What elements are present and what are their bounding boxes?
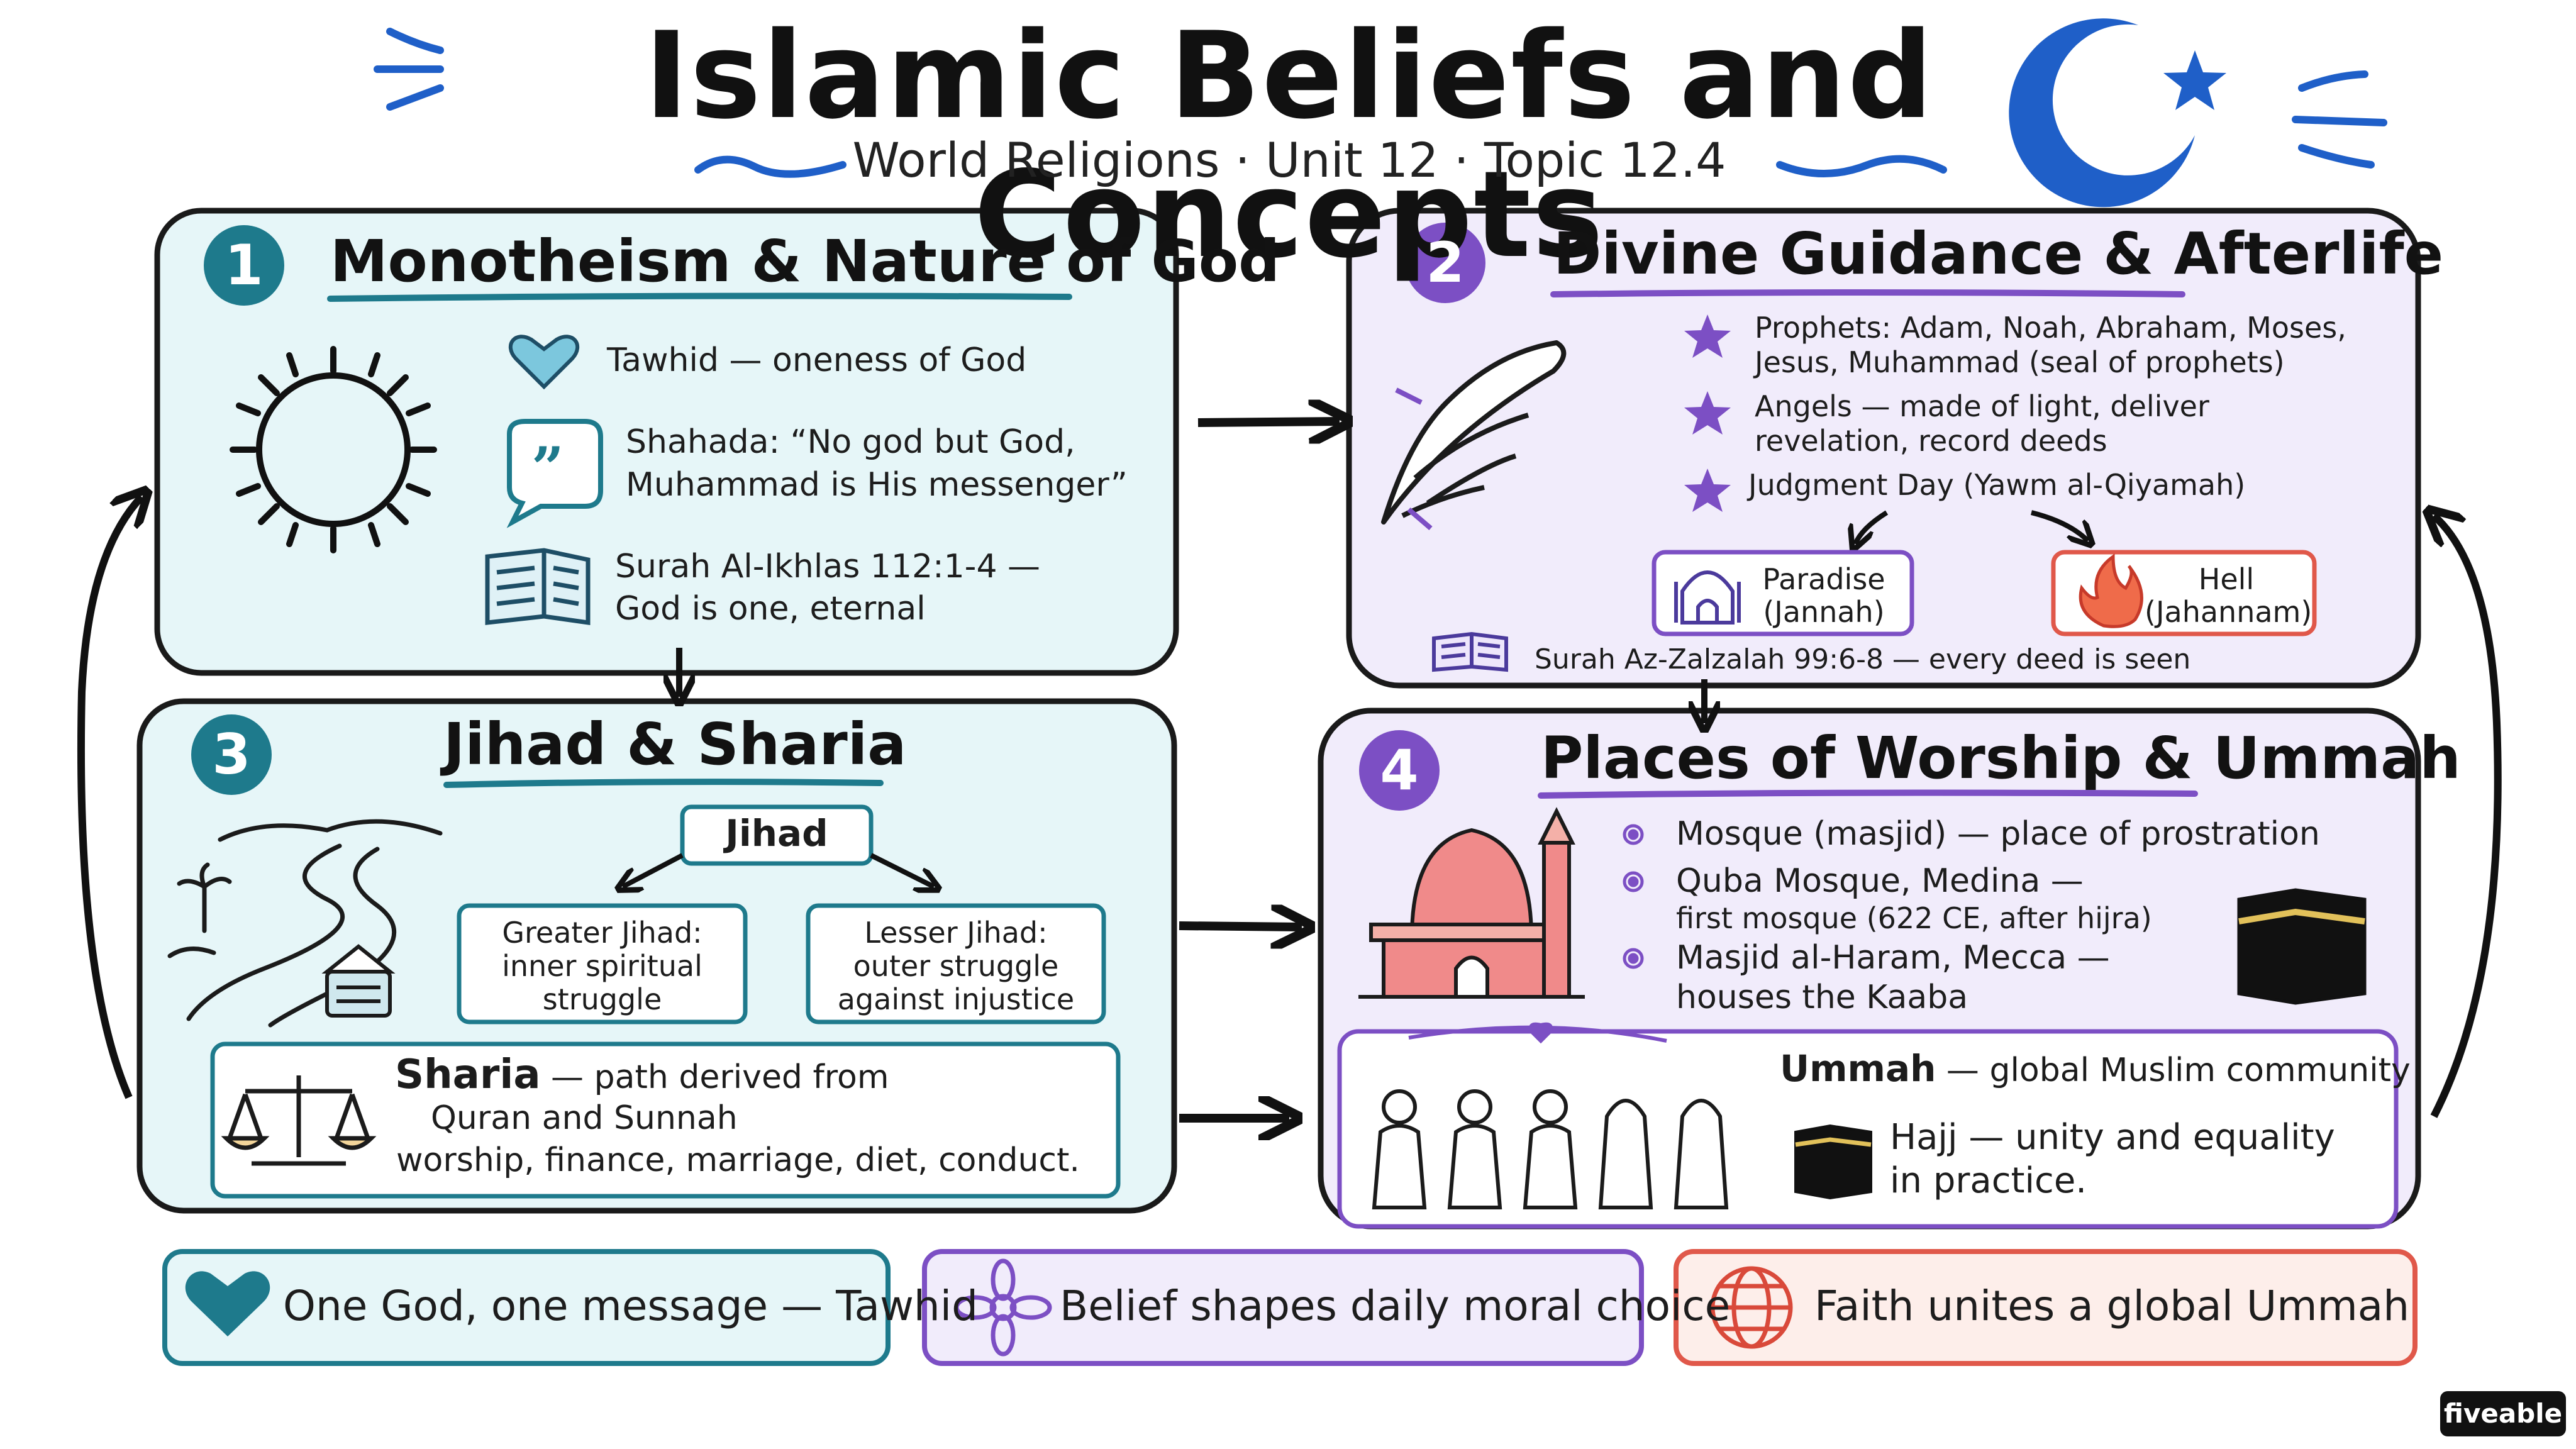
sharia-box <box>210 1041 1121 1199</box>
panel-3-badge <box>191 714 272 795</box>
arrow-to-hell <box>2031 510 2088 541</box>
sharia-term: Sharia <box>395 1052 541 1098</box>
hell-label: Hell <box>2198 562 2255 596</box>
quba-line-2: first mosque (622 CE, after hijra) <box>1676 901 2152 935</box>
angels-line-1: Angels — made of light, deliver <box>1755 389 2209 423</box>
panel-1-number: 1 <box>225 233 264 297</box>
judgment-day-text: Judgment Day (Yawm al-Qiyamah) <box>1748 468 2246 502</box>
sun-icon <box>230 346 437 553</box>
paradise-label: Paradise <box>1762 562 1885 596</box>
footer-text-1: One God, one message — Tawhid <box>283 1282 978 1330</box>
cycle-arrow-right <box>2434 516 2502 1118</box>
footer-box-2 <box>922 1249 1644 1366</box>
greater-jihad-box <box>457 903 748 1024</box>
arrow-to-greater <box>623 853 684 887</box>
panel-3-title: Jihad & Sharia <box>443 711 907 778</box>
community-people-illustration <box>1372 1022 1729 1209</box>
svg-text:”: ” <box>531 435 564 501</box>
brand-logo[interactable]: fiveable <box>2440 1391 2566 1436</box>
footer-box-1 <box>162 1249 891 1366</box>
heart-icon-1 <box>508 335 580 390</box>
panel-2-title: Divine Guidance & Afterlife <box>1553 220 2443 287</box>
ummah-definition: — global Muslim community <box>1936 1052 2411 1089</box>
lesser-jihad-line-1: Lesser Jihad: <box>864 916 1048 950</box>
panel-4-badge <box>1359 730 1440 811</box>
panel-4-title: Places of Worship & Ummah <box>1541 724 2461 792</box>
footer-heart-icon <box>185 1271 270 1336</box>
hajj-line-1: Hajj — unity and equality <box>1890 1117 2335 1158</box>
kaaba-icon <box>2237 888 2367 1005</box>
footer-text-2: Belief shapes daily moral choice <box>1060 1282 1731 1330</box>
quote-bubble-icon: ” <box>506 419 603 528</box>
star-icon-group <box>1684 314 1731 512</box>
ikhlas-line-1: Surah Al-Ikhlas 112:1-4 — <box>615 548 1041 586</box>
ikhlas-line-2: God is one, eternal <box>615 590 926 628</box>
footer-flower-icon <box>954 1258 1052 1357</box>
angel-wing-icon <box>1381 340 1567 531</box>
greater-jihad-line-2: inner spiritual <box>502 949 702 983</box>
open-book-icon-2 <box>1432 631 1508 672</box>
paradise-mosque-icon <box>1674 570 1741 625</box>
panel-3-number: 3 <box>212 722 251 787</box>
hell-label-arabic: (Jahannam) <box>2145 595 2312 629</box>
sharia-sources: Quran and Sunnah <box>431 1099 738 1137</box>
arrow-to-paradise <box>1855 510 1889 544</box>
panel-2-badge <box>1405 223 1485 303</box>
scales-icon <box>221 1075 377 1166</box>
page-title: Islamic Beliefs and Concepts <box>644 6 1935 284</box>
zalzalah-citation: Surah Az-Zalzalah 99:6-8 — every deed is… <box>1535 643 2191 675</box>
lesser-jihad-box <box>806 903 1106 1024</box>
ummah-heading: Ummah — global Muslim community <box>1780 1047 2411 1090</box>
cycle-arrow-left <box>77 497 142 1099</box>
sharia-domains: worship, finance, marriage, diet, conduc… <box>396 1141 1080 1179</box>
panel-4-number: 4 <box>1380 738 1419 802</box>
hajj-line-2: in practice. <box>1890 1160 2087 1201</box>
panel-2-number: 2 <box>1426 230 1465 295</box>
ummah-term: Ummah <box>1780 1047 1936 1090</box>
arrow-1-to-2 <box>1197 421 1340 423</box>
open-book-icon-1 <box>485 548 591 626</box>
jihad-box <box>680 804 874 866</box>
jihad-label: Jihad <box>725 812 828 855</box>
desert-path-illustration <box>167 819 443 1028</box>
shahada-line-1: Shahada: “No god but God, <box>626 423 1075 461</box>
page-subtitle: World Religions · Unit 12 · Topic 12.4 <box>852 132 1726 188</box>
footer-globe-icon <box>1710 1266 1793 1349</box>
paradise-label-arabic: (Jannah) <box>1763 595 1885 629</box>
header-decoration-left <box>374 28 847 178</box>
fire-icon <box>2079 553 2143 628</box>
greater-jihad-line-1: Greater Jihad: <box>502 916 702 950</box>
crescent-star-icon <box>2009 18 2226 208</box>
footer-box-3 <box>1674 1249 2418 1366</box>
panel-1-badge <box>204 225 284 306</box>
mosque-icon <box>1358 807 1585 999</box>
arrow-to-lesser <box>870 853 934 887</box>
quba-line-1: Quba Mosque, Medina — <box>1676 862 2084 900</box>
haram-line-2: houses the Kaaba <box>1676 979 1968 1016</box>
kaaba-small-icon <box>1794 1124 1872 1200</box>
shahada-line-2: Muhammad is His messenger” <box>626 466 1128 504</box>
prophets-line-1: Prophets: Adam, Noah, Abraham, Moses, <box>1755 311 2346 345</box>
header-decoration-right <box>1776 70 2387 177</box>
greater-jihad-line-3: struggle <box>542 982 662 1016</box>
lesser-jihad-line-2: outer struggle <box>853 949 1059 983</box>
angels-line-2: revelation, record deeds <box>1755 424 2107 458</box>
footer-text-3: Faith unites a global Ummah <box>1814 1282 2410 1330</box>
arrow-3-to-4-top <box>1179 926 1302 927</box>
flower-icon-group <box>1623 824 1644 969</box>
well-icon <box>321 944 396 1018</box>
mosque-definition: Mosque (masjid) — place of prostration <box>1676 815 2320 853</box>
haram-line-1: Masjid al-Haram, Mecca — <box>1676 939 2110 977</box>
lesser-jihad-line-3: against injustice <box>837 982 1075 1016</box>
sharia-heading: Sharia — path derived from <box>395 1052 889 1098</box>
tawhid-text: Tawhid — oneness of God <box>607 341 1027 379</box>
sharia-definition: — path derived from <box>540 1058 889 1096</box>
panel-1-box <box>154 208 1179 676</box>
panel-1-title: Monotheism & Nature of God <box>330 228 1280 295</box>
prophets-line-2: Jesus, Muhammad (seal of prophets) <box>1755 345 2285 379</box>
